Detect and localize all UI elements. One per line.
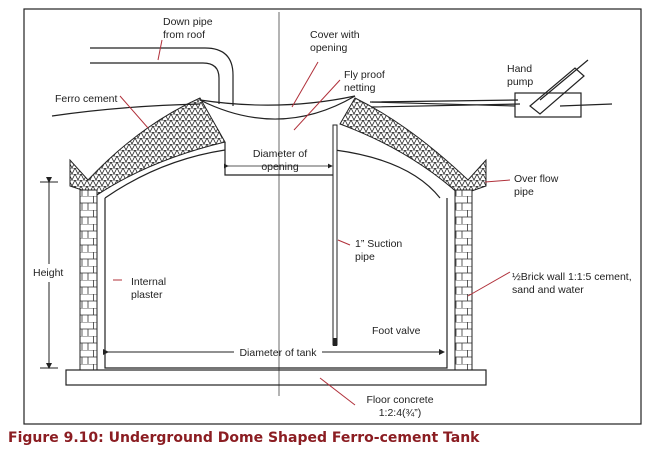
- figure-caption: Figure 9.10: Underground Dome Shaped Fer…: [8, 430, 480, 446]
- label-ferro-cement: Ferro cement: [55, 93, 118, 105]
- suction-pipe: [332, 124, 338, 346]
- foot-valve: [333, 338, 337, 346]
- fly-proof-netting: [199, 95, 356, 120]
- ferro-cement-right: [339, 97, 487, 196]
- brick-wall-right: [454, 189, 473, 371]
- label-brick-wall: ½Brick wall 1:1:5 cement,: [512, 271, 632, 283]
- label-cover: Cover with: [310, 29, 360, 41]
- label-height: Height: [33, 267, 63, 279]
- internal-plaster: [104, 198, 448, 369]
- label-suction: 1” Suction: [355, 238, 402, 250]
- inner-dome: [104, 149, 441, 199]
- down-pipe: [90, 47, 234, 106]
- label-diameter-opening-2: opening: [261, 161, 299, 173]
- label-down-pipe: Down pipe: [163, 16, 213, 28]
- label-suction-2: pipe: [355, 251, 375, 263]
- label-brick-wall-2: sand and water: [512, 284, 584, 296]
- label-fly-proof-2: netting: [344, 82, 376, 94]
- figure-frame: [23, 8, 642, 425]
- floor-slab: [65, 369, 487, 386]
- ground-line-left: [51, 103, 201, 117]
- label-diameter-tank: Diameter of tank: [239, 347, 317, 359]
- ferro-cement-left: [69, 97, 226, 196]
- pump-pipe: [371, 99, 521, 108]
- label-floor-2: 1:2:4(¾”): [379, 407, 422, 419]
- label-down-pipe-2: from roof: [163, 29, 205, 41]
- labels: Down pipe from roof Cover with opening F…: [33, 16, 632, 419]
- label-cover-2: opening: [310, 42, 348, 54]
- label-floor: Floor concrete: [366, 394, 433, 406]
- label-hand-pump-2: pump: [507, 76, 533, 88]
- label-overflow-2: pipe: [514, 186, 534, 198]
- label-diameter-opening: Diameter of: [253, 148, 307, 160]
- label-internal-plaster: Internal: [131, 276, 166, 288]
- ground-line-right: [369, 101, 613, 107]
- label-foot-valve: Foot valve: [372, 325, 421, 337]
- hand-pump-handle: [529, 59, 589, 115]
- cover: [199, 95, 356, 106]
- brick-wall-left: [79, 189, 98, 371]
- label-fly-proof: Fly proof: [344, 69, 385, 81]
- label-hand-pump: Hand: [507, 63, 532, 75]
- label-internal-plaster-2: plaster: [131, 289, 163, 301]
- label-overflow: Over flow: [514, 173, 559, 185]
